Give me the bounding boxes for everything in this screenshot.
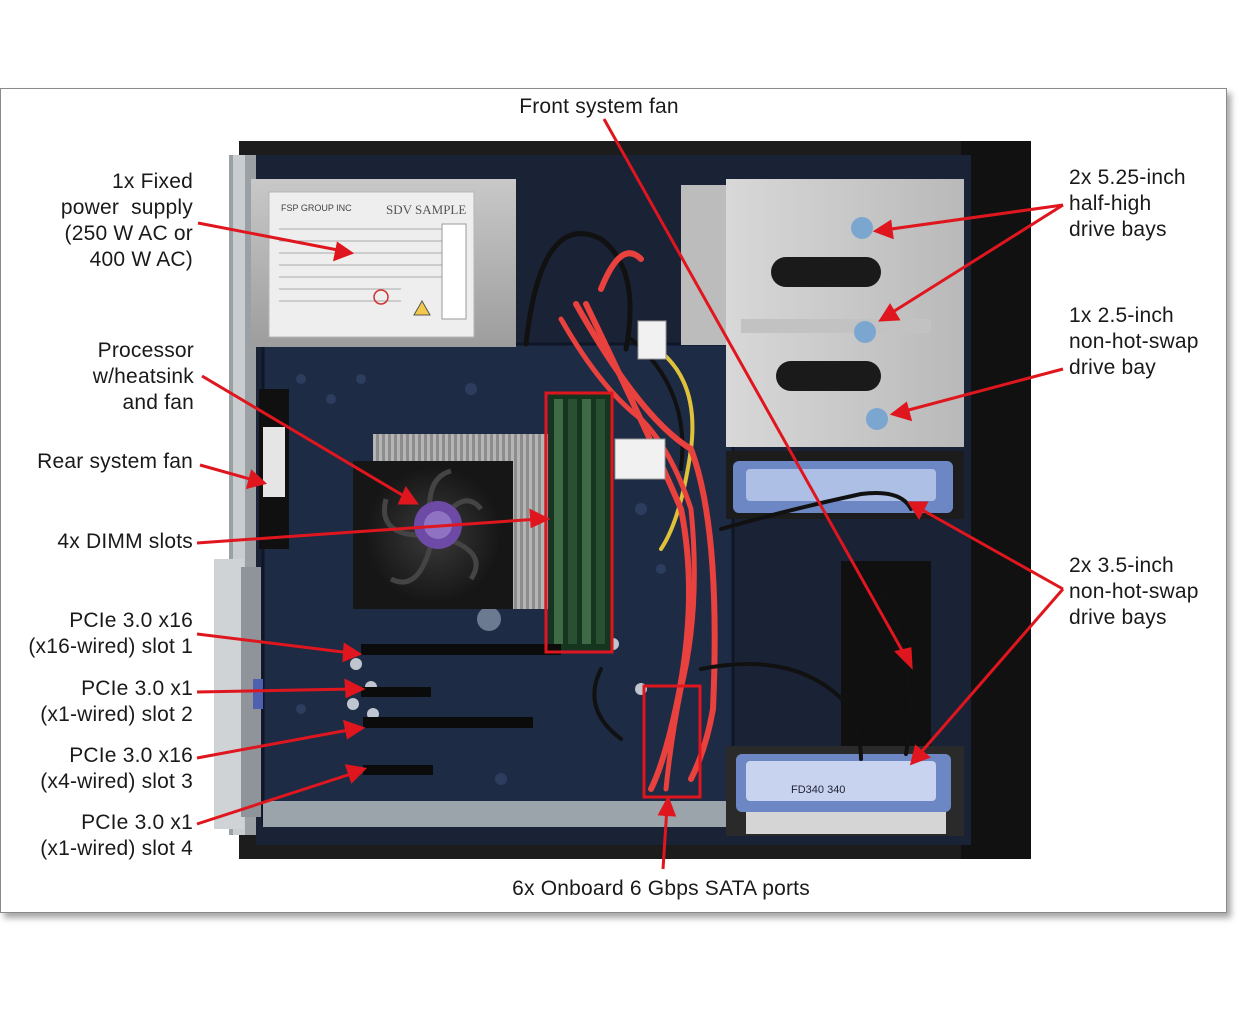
dimm-slots xyxy=(549,392,611,650)
label-dimm-slots: 4x DIMM slots xyxy=(11,529,193,555)
label-power-supply: 1x Fixed power supply (250 W AC or 400 W… xyxy=(19,169,193,273)
label-35-drive-bays: 2x 3.5-inch non-hot-swap drive bays xyxy=(1069,553,1221,631)
label-line: PCIe 3.0 x16 xyxy=(69,744,193,767)
label-line: PCIe 3.0 x1 xyxy=(81,811,193,834)
label-line: PCIe 3.0 x16 xyxy=(69,609,193,632)
hdd-label-text: FD340 340 xyxy=(791,784,845,796)
callout-arrows xyxy=(196,118,1065,870)
label-line: 2x 5.25-inch xyxy=(1069,166,1186,189)
sata-highlight-box xyxy=(642,684,702,799)
label-pcie-slot-4: PCIe 3.0 x1 (x1-wired) slot 4 xyxy=(5,810,193,862)
label-line: drive bays xyxy=(1069,218,1167,241)
label-line: drive bays xyxy=(1069,606,1167,629)
dimm-highlight-box xyxy=(544,391,614,654)
cpu-heatsink xyxy=(353,434,548,609)
label-25-drive-bay: 1x 2.5-inch non-hot-swap drive bay xyxy=(1069,303,1221,381)
label-line: (x16-wired) slot 1 xyxy=(28,635,193,658)
pcie-slots xyxy=(263,644,733,827)
label-line: (x1-wired) slot 2 xyxy=(40,703,193,726)
highlight-boxes xyxy=(544,391,702,799)
label-line: non-hot-swap xyxy=(1069,330,1199,353)
label-line: and fan xyxy=(122,391,194,414)
rear-fan xyxy=(259,389,289,549)
psu-brand: FSP GROUP INC xyxy=(281,203,352,213)
psu-stamp: SDV SAMPLE xyxy=(386,202,466,217)
label-processor: Processor w/heatsink and fan xyxy=(19,338,194,416)
label-line: (x4-wired) slot 3 xyxy=(40,770,193,793)
label-line: (250 W AC or xyxy=(64,222,193,245)
label-line: 4x DIMM slots xyxy=(57,530,193,553)
label-line: 1x Fixed xyxy=(112,170,193,193)
label-pcie-slot-3: PCIe 3.0 x16 (x4-wired) slot 3 xyxy=(5,743,193,795)
label-line: PCIe 3.0 x1 xyxy=(81,677,193,700)
label-line: w/heatsink xyxy=(92,365,194,388)
label-line: Front system fan xyxy=(519,95,679,118)
diagram-frame: FSP GROUP INC SDV SAMPLE xyxy=(0,88,1227,913)
label-line: 2x 3.5-inch xyxy=(1069,554,1174,577)
label-line: drive bay xyxy=(1069,356,1157,379)
label-sata-ports: 6x Onboard 6 Gbps SATA ports xyxy=(471,876,851,902)
server-interior-photo: FSP GROUP INC SDV SAMPLE xyxy=(196,118,1065,870)
label-line: half-high xyxy=(1069,192,1152,215)
label-line: 400 W AC) xyxy=(89,248,193,271)
label-pcie-slot-2: PCIe 3.0 x1 (x1-wired) slot 2 xyxy=(5,676,193,728)
label-line: (x1-wired) slot 4 xyxy=(40,837,193,860)
cables xyxy=(523,231,913,792)
label-rear-system-fan: Rear system fan xyxy=(11,449,193,475)
label-line: power supply xyxy=(60,196,193,219)
label-525-drive-bays: 2x 5.25-inch half-high drive bays xyxy=(1069,165,1219,243)
label-line: 1x 2.5-inch xyxy=(1069,304,1174,327)
label-line: non-hot-swap xyxy=(1069,580,1199,603)
rear-io-brackets xyxy=(214,559,263,829)
label-pcie-slot-1: PCIe 3.0 x16 (x16-wired) slot 1 xyxy=(5,608,193,660)
label-line: Processor xyxy=(97,339,194,362)
power-supply: FSP GROUP INC SDV SAMPLE xyxy=(251,179,516,347)
label-front-system-fan: Front system fan xyxy=(493,94,705,120)
label-line: 6x Onboard 6 Gbps SATA ports xyxy=(512,877,810,900)
label-line: Rear system fan xyxy=(37,450,193,473)
